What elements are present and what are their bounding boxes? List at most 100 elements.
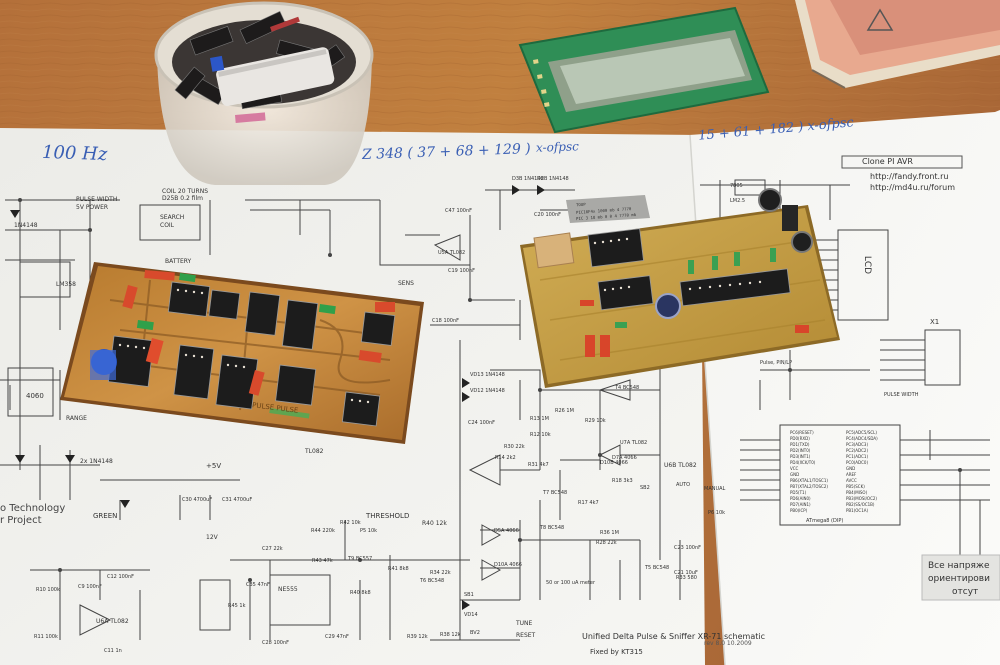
schematic-label: R26 1M [555, 408, 574, 414]
schematic-label: C12 100nF [107, 574, 135, 580]
schematic-label: THRESHOLD [366, 512, 410, 520]
schematic-label: C21 10uF [674, 570, 698, 576]
schematic-label: T4 BC548 [615, 385, 640, 391]
schematic-label: R13 1M [530, 416, 549, 422]
schematic-note: Pulse, PIN/LP [760, 360, 793, 366]
schematic-revision: rev 8.0 10.2009 [704, 640, 752, 647]
schematic-label: T6 BC548 [420, 578, 445, 584]
schematic-label: VD13 1N4148 [470, 372, 505, 378]
schematic-label: D3B 1N4148 [512, 176, 544, 182]
banner-title: Clone PI AVR [862, 157, 913, 166]
link-fandy[interactable]: http://fandy.front.ru [870, 172, 949, 181]
schematic-label: C11 1n [104, 648, 122, 654]
mcu-label: ATmega8 (DIP) [806, 518, 844, 524]
mcu-pin: PC1(ADC1) [846, 454, 869, 459]
mcu-pin: PD2(INT0) [790, 448, 811, 453]
schematic-label: C30 4700uF [182, 497, 213, 503]
schematic-wiring-right [700, 179, 990, 560]
schematic-label: D5A 4066 [494, 528, 519, 534]
schematic-label: P6 10k [708, 510, 726, 516]
pcb-right [520, 188, 840, 388]
schematic-label: SB1 [464, 592, 474, 598]
mcu-pin: PB3(MOSI/OC2) [846, 496, 877, 501]
mcu-pin: PD6(AIN0) [790, 496, 811, 501]
schematic-label: R33 580 [676, 575, 697, 581]
mcu-pin: PB7(XTAL2/TOSC2) [790, 484, 828, 489]
schematic-label: C20 100nF [534, 212, 562, 218]
schematic-label: 12V [206, 534, 218, 541]
schematic-label: U6A TL082 [96, 618, 129, 625]
mcu-pin: PC3(ADC3) [846, 442, 869, 447]
schematic-label: TUNE [516, 620, 533, 627]
schematic-label: T5 BC548 [645, 565, 670, 571]
schematic-label: R12 10k [530, 432, 551, 438]
note-box [921, 554, 1000, 601]
schematic-label: T9 BC557 [348, 556, 373, 562]
mcu-pin: GND [846, 466, 856, 471]
schematic-label: C47 100nF [445, 208, 473, 214]
mcu-pin: GND [790, 472, 800, 477]
schematic-label: D7A 4066 [612, 455, 637, 461]
mcu-pin: PD0(RXD) [790, 436, 810, 441]
schematic-label: R11 100k [34, 634, 58, 640]
brand-line-1: o Technology [0, 503, 66, 514]
schematic-label: R39 12k [407, 634, 428, 640]
schematic-label: RESET [516, 632, 536, 639]
schematic-label: MANUAL [704, 486, 726, 492]
schematic-label: NE555 [278, 586, 298, 593]
mcu-pin: PD3(INT1) [790, 454, 811, 459]
schematic-label: SB2 [640, 485, 650, 491]
schematic-label: C24 100nF [468, 420, 496, 426]
schematic-label: R31 4k7 [528, 462, 549, 468]
schematic-label: U7A TL082 [620, 440, 648, 446]
schematic-label: AUTO [676, 482, 691, 488]
mcu-pin: PB4(MISO) [846, 490, 868, 495]
schematic-fixed-by: Fixed by KT315 [590, 648, 643, 656]
schematic-label: C23 100nF [674, 545, 702, 551]
schematic-label: R44 220k [311, 528, 335, 534]
mcu-pin: PD5(T1) [790, 490, 807, 495]
regulator-label-2: LM2.5 [730, 198, 746, 204]
mcu-pin: PB5(SCK) [846, 484, 865, 489]
mcu-pin: PB1(OC1A) [846, 508, 869, 513]
schematic-label: R40 8k8 [350, 590, 371, 596]
schematic-label: SENS [398, 280, 414, 287]
schematic-label: 5V POWER [76, 204, 109, 211]
schematic-label: R36 1M [600, 530, 619, 536]
pcb-sticker-line-1: TOUP [575, 201, 586, 208]
handwritten-frequency: 100 Hz [41, 141, 108, 166]
schematic-label: R30 22k [504, 444, 525, 450]
schematic-label: R43 47k [312, 558, 333, 564]
schematic-note-2: PULSE WIDTH [884, 392, 919, 398]
schematic-label: BV2 [470, 630, 480, 636]
link-md4u-forum[interactable]: http://md4u.ru/forum [870, 183, 955, 192]
schematic-label: D2B 1N4148 [537, 176, 569, 182]
note-line-3: отсут [952, 587, 979, 597]
schematic-label: R45 1k [228, 603, 246, 609]
schematic-label: U6B TL082 [664, 462, 697, 469]
note-line-2: ориентирови [928, 574, 990, 584]
mcu-pin: PC5(ADC5/SCL) [846, 430, 877, 435]
mcu-pin: PB2(SS/OC1B) [846, 502, 875, 507]
mcu-pin: PD1(TXD) [790, 442, 810, 447]
mcu-pin: PC4(ADC4/SDA) [846, 436, 878, 441]
mcu-pin: PD4(XCK/T0) [790, 460, 816, 465]
schematic-label: PULSE WIDTH [76, 196, 118, 203]
schematic-label: D10A 4066 [494, 562, 522, 568]
schematic-label: C18 100nF [432, 318, 460, 324]
schematic-label: R38 12k [440, 632, 461, 638]
schematic-label: R42 10k [340, 520, 361, 526]
schematic-title: Unified Delta Pulse & Sniffer XR-71 sche… [582, 632, 765, 641]
schematic-label: GREEN [93, 512, 118, 520]
schematic-junctions [18, 198, 962, 582]
schematic-label: P5 10k [360, 528, 378, 534]
schematic-diodes [10, 185, 545, 610]
schematic-label: T7 BC548 [543, 490, 568, 496]
schematic-label: COIL 20 TURNS [162, 188, 208, 195]
schematic-label: R14 2k2 [495, 455, 516, 461]
note-line-1: Все напряже [928, 561, 990, 571]
schematic-label: C31 4700uF [222, 497, 253, 503]
schematic-label: COIL [160, 222, 175, 229]
